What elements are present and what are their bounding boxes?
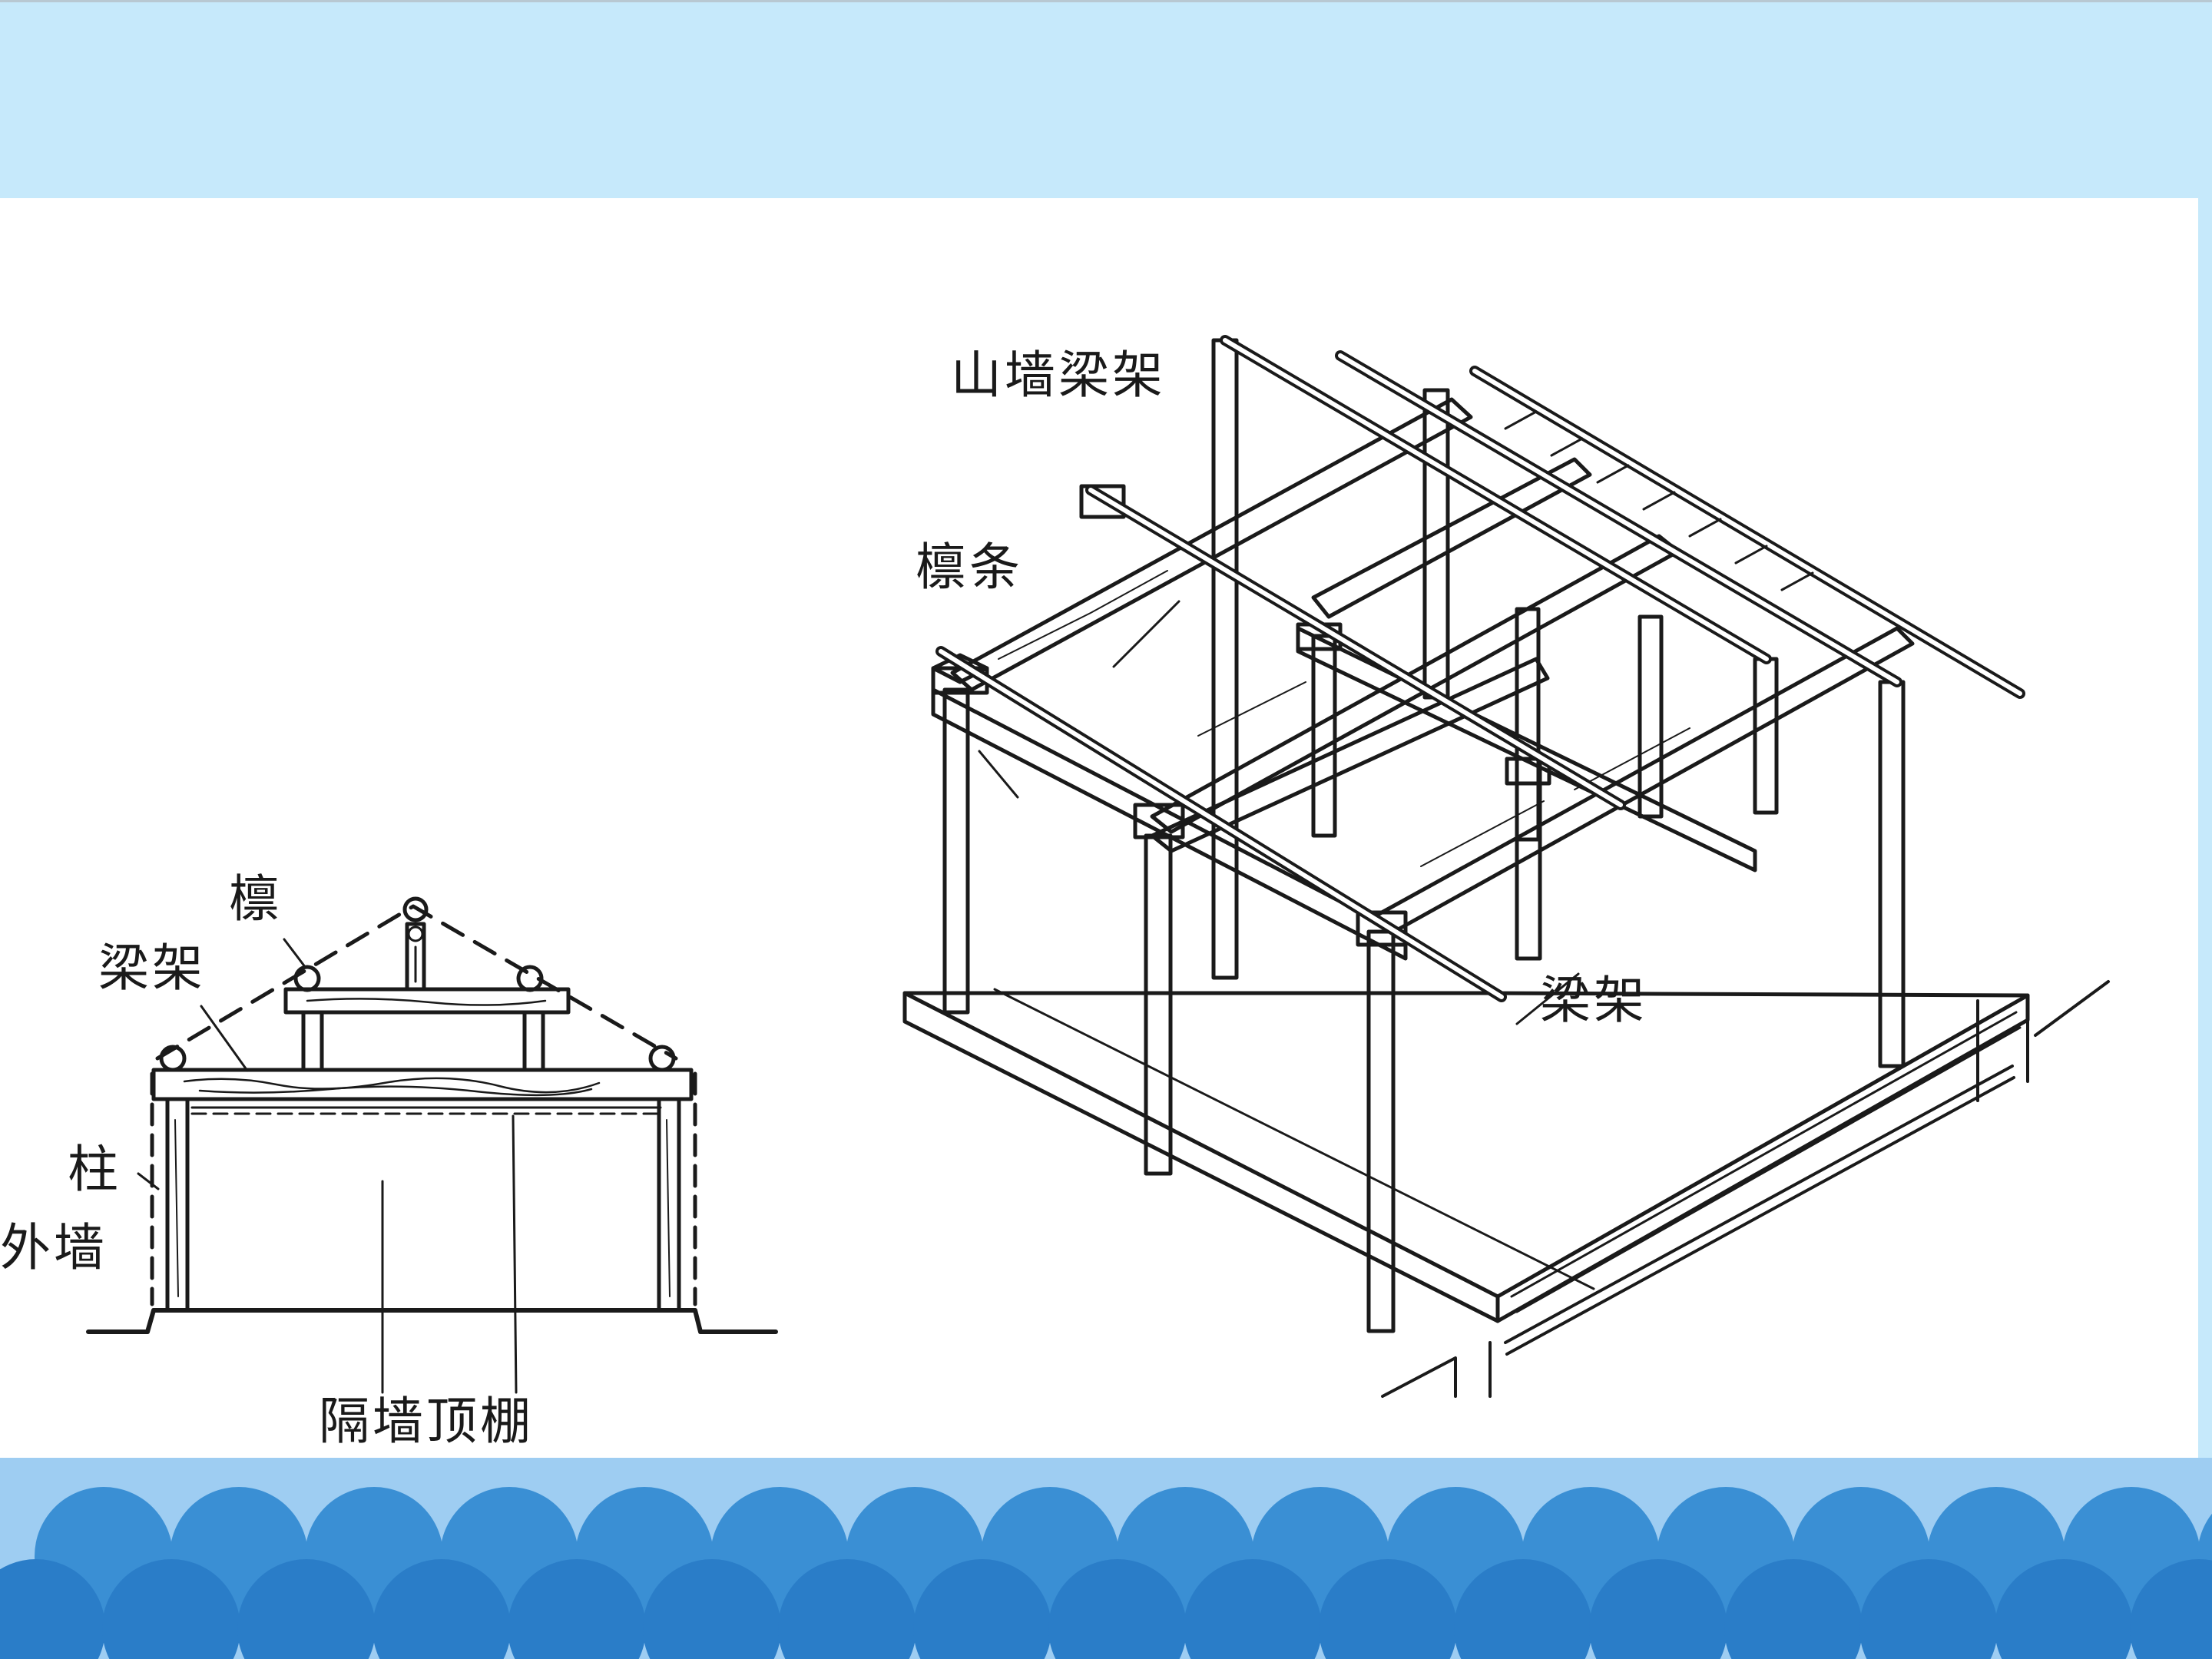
scallop <box>373 1559 511 1659</box>
scallop <box>1184 1559 1322 1659</box>
label-beam-frame-section: 梁架 <box>98 939 206 998</box>
scallop <box>913 1559 1051 1659</box>
scallop <box>1319 1559 1457 1659</box>
scallop <box>0 1559 105 1659</box>
scallop <box>1724 1559 1863 1659</box>
top-band <box>0 0 2212 198</box>
scallop <box>643 1559 781 1659</box>
scallop <box>102 1559 240 1659</box>
scallop <box>237 1559 376 1659</box>
label-partition-ceiling: 隔墙顶棚 <box>319 1392 534 1451</box>
scallop <box>2130 1559 2212 1659</box>
structure-diagram <box>86 335 2110 1398</box>
scallop <box>778 1559 916 1659</box>
label-column: 柱 <box>68 1140 121 1199</box>
label-beam-frame-iso: 梁架 <box>1540 971 1647 1030</box>
scallop <box>1995 1559 2133 1659</box>
label-gable-beam-frame: 山墙梁架 <box>951 346 1166 405</box>
bottom-decorative-band <box>0 1458 2212 1659</box>
scallop <box>1589 1559 1727 1659</box>
isometric-drawing <box>902 335 2110 1398</box>
diagram-panel: 檩 梁架 柱 外墙 隔墙顶棚 山墙梁架 檩条 梁架 <box>0 198 2198 1458</box>
label-outer-wall: 外墙 <box>0 1218 108 1277</box>
scallop <box>508 1559 646 1659</box>
scallop-pattern <box>0 1487 2212 1659</box>
label-purlin-strip: 檩条 <box>916 538 1023 597</box>
scallop <box>1859 1559 1998 1659</box>
label-purlin: 檩 <box>229 869 283 929</box>
scallop <box>1454 1559 1592 1659</box>
scallop <box>1048 1559 1187 1659</box>
section-drawing <box>86 896 778 1394</box>
